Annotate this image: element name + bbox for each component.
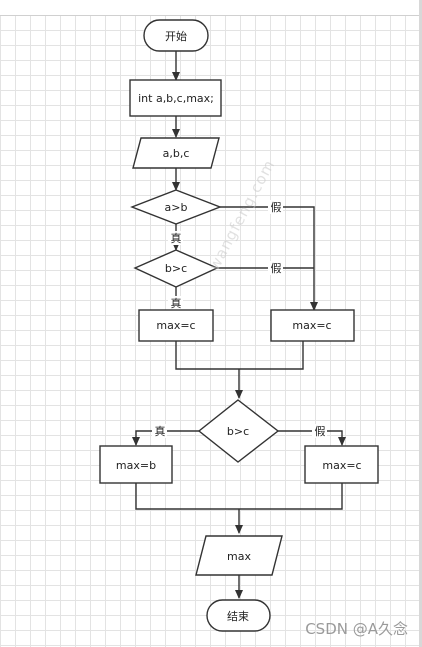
edge-cond3-true — [132, 430, 199, 446]
node-max-c-left-label: max=c — [156, 319, 195, 332]
label-cond2-false: 假 — [271, 261, 282, 275]
label-cond3-false: 假 — [315, 424, 326, 438]
node-input-label: a,b,c — [163, 147, 190, 160]
node-output-label: max — [227, 550, 251, 563]
node-max-c-right[interactable]: max=c — [270, 309, 355, 342]
node-cond3-label: b>c — [227, 425, 249, 438]
node-start-label: 开始 — [165, 29, 187, 43]
top-bar — [0, 0, 422, 16]
node-decl[interactable]: int a,b,c,max; — [129, 79, 222, 117]
node-cond2[interactable]: b>c — [133, 249, 219, 288]
label-cond2-true: 真 — [171, 296, 182, 310]
node-cond1[interactable]: a>b — [130, 189, 222, 225]
node-end-label: 结束 — [227, 610, 249, 623]
edge-labels: 假 真 假 真 真 假 — [152, 200, 327, 438]
edge-cond1-false — [220, 206, 318, 311]
label-cond1-false: 假 — [271, 200, 282, 214]
connectors — [132, 51, 346, 599]
label-cond3-true: 真 — [155, 424, 166, 438]
node-max-c-bottom[interactable]: max=c — [304, 445, 379, 484]
node-end[interactable]: 结束 — [206, 599, 271, 632]
right-scroll-edge — [419, 0, 422, 647]
node-output[interactable]: max — [195, 535, 283, 576]
edge-merge-top — [175, 341, 304, 370]
label-cond1-true: 真 — [171, 231, 182, 245]
node-max-b[interactable]: max=b — [99, 445, 173, 484]
node-max-b-label: max=b — [116, 459, 156, 472]
credit-text: CSDN @A久念 — [305, 620, 408, 638]
edge-cond3-false — [278, 430, 346, 446]
node-cond3[interactable]: b>c — [197, 399, 280, 463]
node-cond1-label: a>b — [165, 201, 188, 214]
top-divider — [0, 15, 422, 16]
node-cond2-label: b>c — [165, 262, 187, 275]
node-max-c-bottom-label: max=c — [322, 459, 361, 472]
node-max-c-left[interactable]: max=c — [138, 309, 214, 342]
node-input[interactable]: a,b,c — [132, 137, 220, 169]
node-decl-label: int a,b,c,max; — [138, 92, 214, 105]
node-max-c-right-label: max=c — [292, 319, 331, 332]
edge-merge-bottom — [135, 483, 343, 510]
node-start[interactable]: 开始 — [143, 19, 209, 52]
